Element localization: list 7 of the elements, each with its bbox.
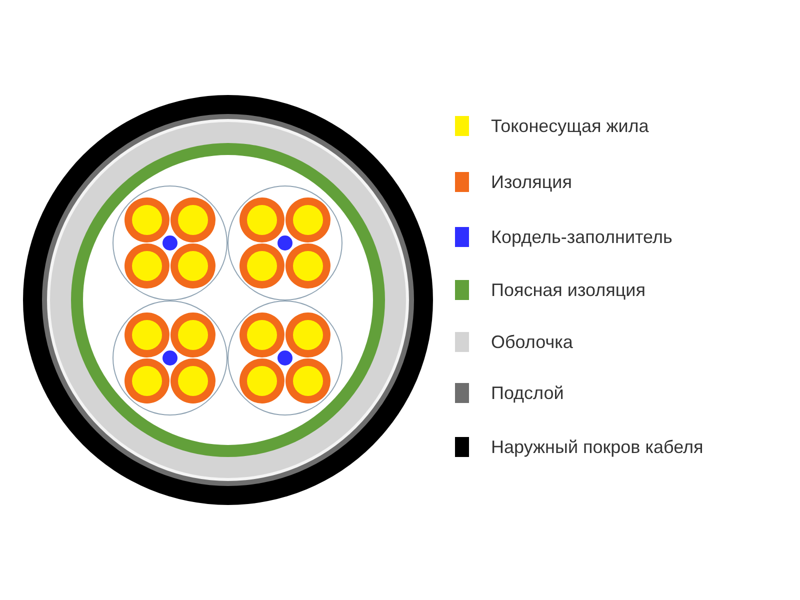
legend-label: Токонесущая жила [491,115,649,137]
legend-label: Кордель-заполнитель [491,226,672,248]
legend-label: Изоляция [491,171,572,193]
legend-label: Поясная изоляция [491,279,646,301]
legend-label: Наружный покров кабеля [491,436,704,458]
legend-label: Оболочка [491,331,573,353]
legend-label: Подслой [491,382,564,404]
